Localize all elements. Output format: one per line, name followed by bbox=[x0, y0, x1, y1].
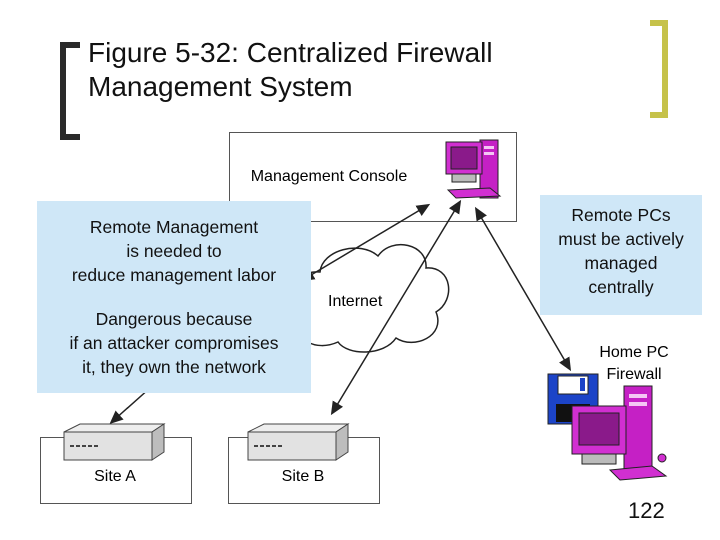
page-number: 122 bbox=[628, 498, 665, 523]
management-console-label: Management Console bbox=[250, 168, 408, 185]
arrow-console-to-home-pc bbox=[474, 206, 572, 372]
home-pc-icon bbox=[571, 385, 668, 481]
arrow-console-to-site-b bbox=[330, 199, 462, 416]
site-b-router-icon bbox=[247, 423, 350, 461]
remote-management-text: Remote Management is needed to reduce ma… bbox=[71, 217, 277, 285]
danger-text: Dangerous because if an attacker comprom… bbox=[69, 309, 279, 377]
management-pc-icon bbox=[445, 139, 502, 199]
title-bracket-left bbox=[60, 42, 80, 140]
remote-pcs-text: Remote PCs must be actively managed cent… bbox=[558, 205, 684, 297]
title-bracket-right bbox=[650, 20, 668, 118]
site-a-router-icon bbox=[63, 423, 166, 461]
remote-management-callout: Remote Management is needed to reduce ma… bbox=[37, 201, 311, 393]
arrow-to-site-a bbox=[109, 387, 151, 424]
internet-label: Internet bbox=[328, 293, 383, 310]
site-a-label: Site A bbox=[94, 468, 136, 485]
site-b-label: Site B bbox=[281, 468, 325, 485]
home-pc-firewall-label: Home PC Firewall bbox=[599, 344, 669, 383]
remote-pcs-callout: Remote PCs must be actively managed cent… bbox=[540, 195, 702, 315]
slide-title: Figure 5-32: Centralized Firewall Manage… bbox=[88, 37, 493, 102]
